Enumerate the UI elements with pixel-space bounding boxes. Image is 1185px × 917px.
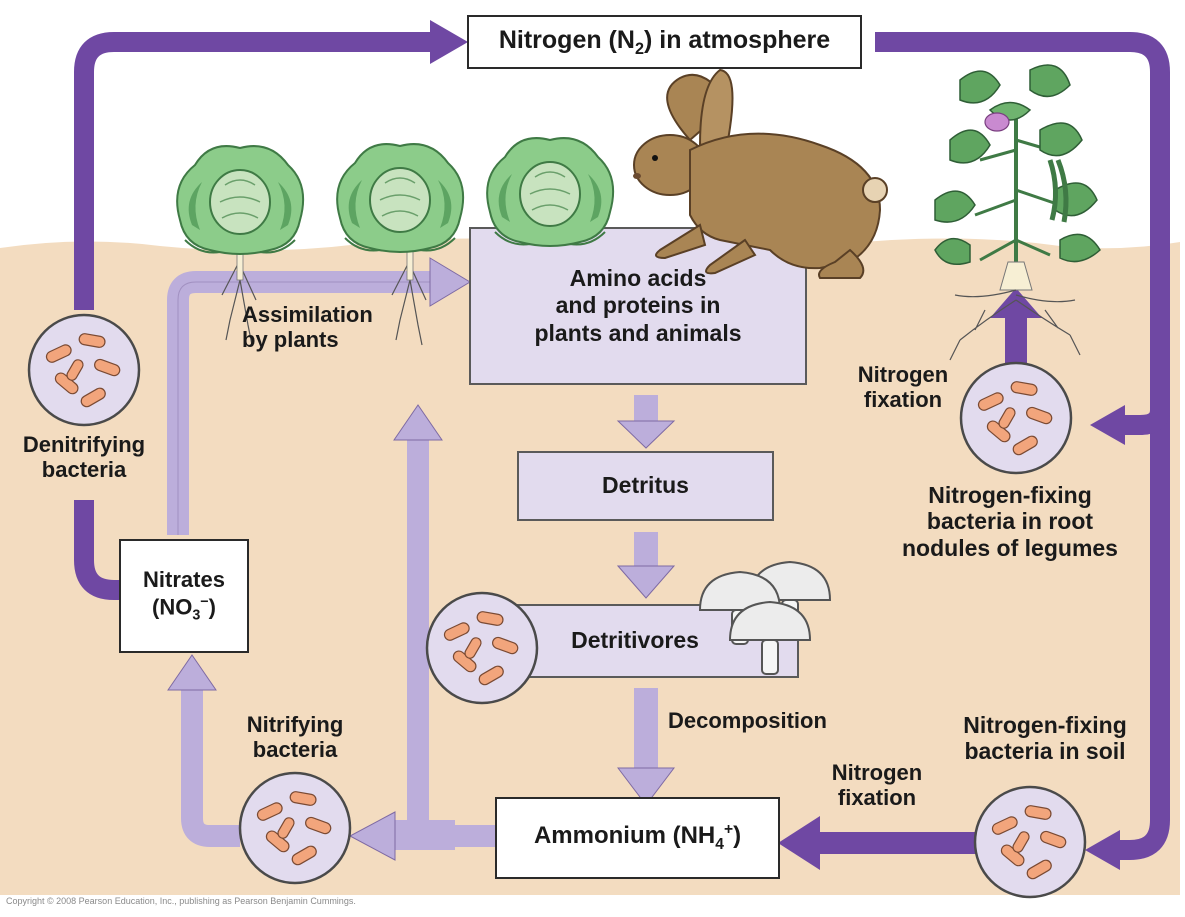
detritivore-bacteria-icon	[425, 591, 539, 705]
root-nodule-bacteria-label: Nitrogen-fixing bacteria in root nodules…	[902, 482, 1118, 561]
detritus-to-detritivores-arrow	[616, 565, 676, 599]
root-nodule-bacteria-icon	[959, 361, 1073, 475]
atmosphere-label: Nitrogen (N2) in atmosphere	[498, 25, 831, 58]
ammonium-label: Ammonium (NH4+)	[533, 821, 742, 854]
nitrifying-to-nitrates-arrow	[167, 654, 217, 691]
detritus-label: Detritus	[602, 472, 689, 499]
nitrates-label: Nitrates (NO3−)	[143, 567, 225, 624]
detritus-box	[517, 451, 774, 521]
arrow-to-atmosphere-head	[430, 20, 468, 64]
nitrates-box	[119, 539, 249, 653]
ammonium-assimilation-arrow	[393, 404, 443, 441]
denitrifying-label: Denitrifying bacteria	[22, 432, 146, 483]
rabbit-icon	[633, 68, 888, 279]
ammonium-to-nitrifying-arrow	[348, 811, 396, 861]
detritivores-label: Detritivores	[571, 627, 699, 654]
soil-fixation-label: Nitrogen fixation	[831, 760, 923, 811]
nitrifying-bacteria-icon	[238, 771, 352, 885]
denitrification-arrow	[74, 32, 430, 600]
soil-bacteria-label: Nitrogen-fixing bacteria in soil	[963, 712, 1127, 765]
decomposition-arrow	[616, 767, 676, 806]
amino-to-detritus-arrow	[616, 420, 676, 449]
fixation-to-ammonium-arrow	[778, 816, 820, 870]
assimilation-arrow	[167, 271, 430, 535]
decomposition-label: Decomposition	[668, 708, 827, 733]
legume-plant-icon	[934, 64, 1101, 361]
nitrifying-label: Nitrifying bacteria	[246, 712, 344, 763]
atmosphere-box	[467, 15, 862, 69]
root-fixation-label: Nitrogen fixation	[857, 362, 949, 413]
root-fixation-arrow	[990, 288, 1042, 318]
amino-acids-label: Amino acids and proteins in plants and a…	[534, 264, 742, 346]
ammonium-box	[495, 797, 780, 879]
assimilation-label: Assimilation by plants	[242, 302, 373, 353]
denitrifying-bacteria-icon	[27, 313, 141, 427]
atmosphere-to-fixation-arrow	[875, 32, 1170, 860]
copyright-credit: Copyright © 2008 Pearson Education, Inc.…	[6, 896, 356, 906]
soil-bacteria-icon	[973, 785, 1087, 899]
